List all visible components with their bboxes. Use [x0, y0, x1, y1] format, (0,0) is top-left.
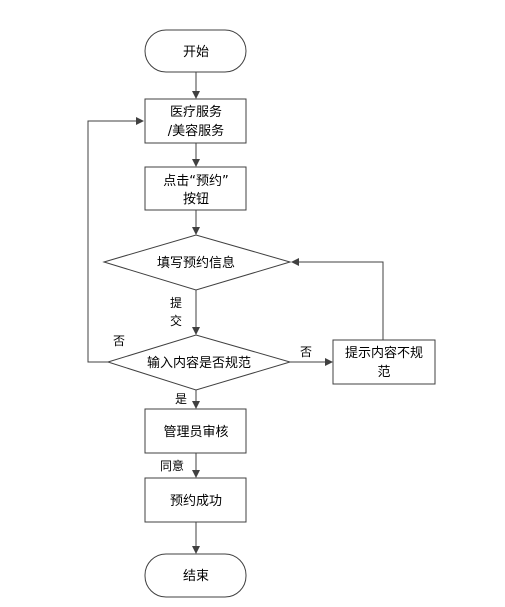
node-click-button-line-1: 点击“预约” [163, 174, 228, 189]
node-select-service-line-1: 医疗服务 [170, 104, 222, 120]
node-end: 结束 [144, 553, 247, 598]
node-admin-review: 管理员审核 [144, 408, 247, 454]
node-prompt-invalid-line-1: 提示内容不规 [345, 345, 423, 361]
node-success-label: 预约成功 [170, 494, 222, 509]
edges [87, 72, 384, 554]
node-fill-info: 填写预约信息 [102, 234, 292, 291]
node-prompt-invalid-line-2: 范 [377, 365, 390, 380]
node-click-button-line-2: 按钮 [183, 192, 209, 207]
edge-label-no-left: 否 [113, 334, 125, 348]
node-check-valid: 输入内容是否规范 [106, 334, 292, 391]
edge-label-submit-1: 提 [170, 295, 182, 310]
node-fill-info-label: 填写预约信息 [157, 255, 235, 271]
node-check-valid-label: 输入内容是否规范 [147, 355, 251, 371]
edge-label-no-right: 否 [300, 345, 312, 359]
edge-label-submit-2: 交 [170, 313, 182, 328]
node-click-button: 点击“预约” 按钮 [144, 166, 247, 211]
edge-prompt-back-to-fill [291, 258, 384, 340]
edge-label-yes: 是 [175, 392, 187, 406]
node-select-service-line-2: /美容服务 [168, 123, 224, 139]
node-start-label: 开始 [183, 45, 209, 60]
node-end-label: 结束 [183, 569, 209, 584]
edge-no-left-loop [87, 117, 144, 363]
node-admin-review-label: 管理员审核 [163, 425, 228, 440]
node-select-service: 医疗服务 /美容服务 [144, 98, 247, 144]
node-prompt-invalid: 提示内容不规 范 [332, 339, 436, 385]
edge-labels: 提 交 否 否 是 同意 [113, 295, 312, 473]
node-start: 开始 [144, 29, 247, 73]
edge-label-agree: 同意 [160, 458, 184, 473]
node-success: 预约成功 [144, 477, 247, 523]
